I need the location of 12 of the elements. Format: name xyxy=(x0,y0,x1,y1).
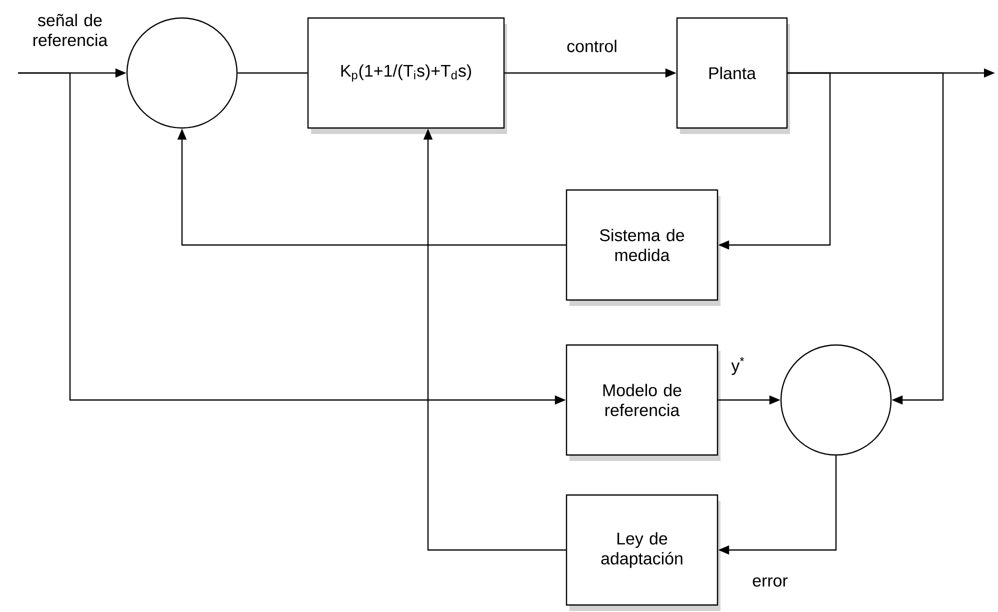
edge-label: señal de referencia xyxy=(33,14,108,46)
summing-circle xyxy=(780,344,892,456)
arrow xyxy=(788,72,944,405)
block-box: Ley de adaptación xyxy=(566,494,720,611)
block-box: Planta xyxy=(676,17,790,134)
block-box: Modelo de referencia xyxy=(566,344,720,461)
summing-circle xyxy=(126,17,238,129)
edge-label: control xyxy=(567,40,616,52)
edge-label: error xyxy=(752,577,788,587)
edge-label: y$^{*}$ xyxy=(731,357,744,375)
block-box: K$_{p}$(1+1/(T$_{i}$s)+T$_{d}$s) xyxy=(307,17,507,134)
block-box: Sistema de medida xyxy=(566,189,720,306)
